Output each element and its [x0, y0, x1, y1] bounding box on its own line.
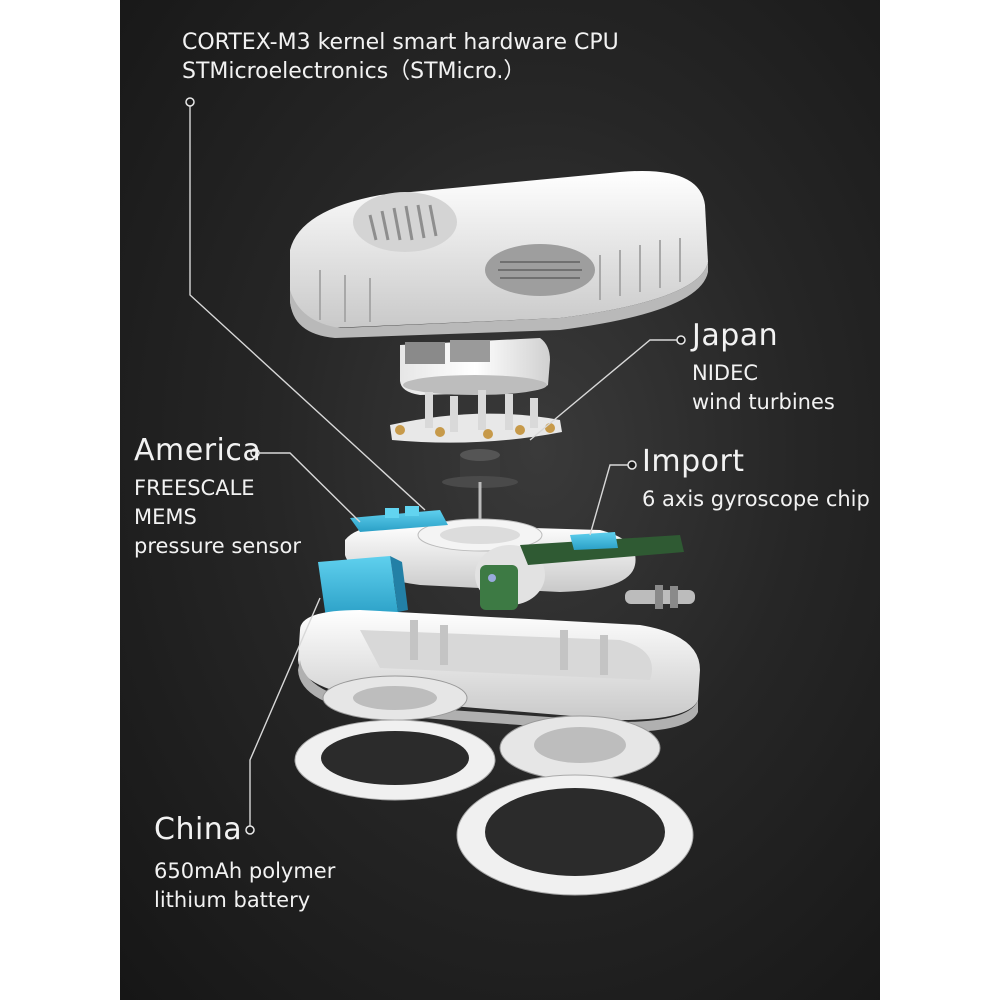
america-line-3: pressure sensor [134, 532, 301, 561]
china-heading: China [154, 812, 335, 847]
right-impeller [457, 716, 693, 895]
america-heading: America [134, 433, 301, 468]
top-shell [290, 171, 708, 338]
left-impeller [295, 676, 495, 800]
japan-heading: Japan [692, 318, 835, 353]
america-line-2: MEMS [134, 503, 301, 532]
nidec-motor [442, 449, 518, 520]
import-label: Import 6 axis gyroscope chip [642, 444, 870, 514]
china-line-1: 650mAh polymer [154, 857, 335, 886]
cpu-line-1: CORTEX-M3 kernel smart hardware CPU [182, 28, 619, 57]
battery [318, 556, 408, 618]
fan-housing [400, 338, 550, 395]
fitting-connector [625, 585, 695, 609]
america-line-1: FREESCALE [134, 474, 301, 503]
cpu-line-2: STMicroelectronics（STMicro.） [182, 57, 619, 86]
cpu-label: CORTEX-M3 kernel smart hardware CPU STMi… [182, 28, 619, 86]
america-label: America FREESCALE MEMS pressure sensor [134, 433, 301, 561]
china-line-2: lithium battery [154, 886, 335, 915]
japan-line-2: wind turbines [692, 388, 835, 417]
import-heading: Import [642, 444, 870, 479]
japan-line-1: NIDEC [692, 359, 835, 388]
japan-label: Japan NIDEC wind turbines [692, 318, 835, 417]
china-label: China 650mAh polymer lithium battery [154, 812, 335, 915]
import-line-1: 6 axis gyroscope chip [642, 485, 870, 514]
